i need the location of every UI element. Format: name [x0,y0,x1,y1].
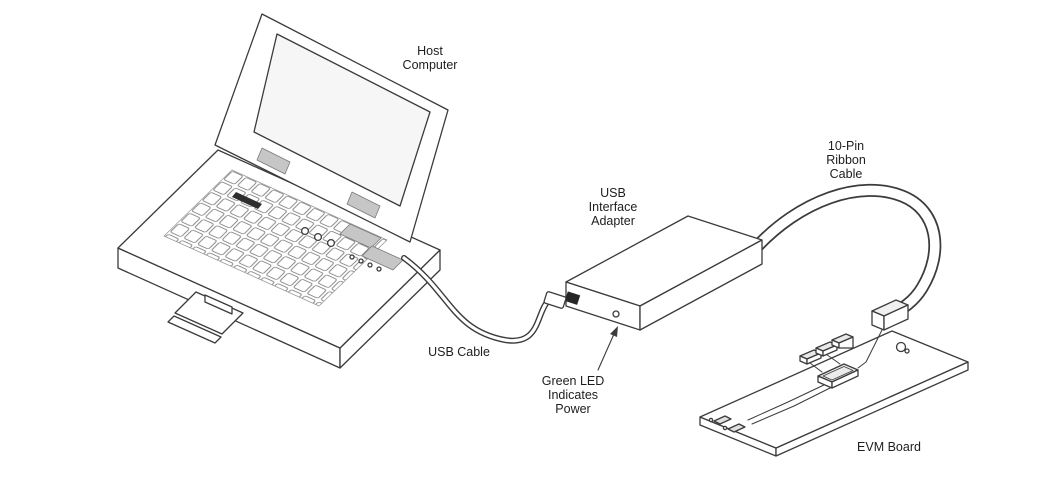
usb-port [564,291,581,305]
board-chip-pin [708,417,714,423]
label-line: 10-Pin [827,139,865,153]
board-trace [751,386,833,425]
label-line: Indicates [547,388,599,402]
host-computer-laptop [117,13,449,369]
ribbon-connector-front [883,304,909,331]
usb-cable-core [402,256,550,343]
laptop-front-latch [204,294,233,315]
laptop-indicator-led [326,238,336,248]
laptop-status-dot [349,254,355,260]
label-line: Adapter [591,214,635,228]
laptop-indicator-led [313,232,323,242]
adapter-front-right [639,239,763,331]
laptop-status-dot [358,258,364,264]
laptop-status-dot [367,262,373,268]
usb-plug [543,291,567,309]
led-pointer-arrow [597,326,618,371]
board-top [699,330,969,449]
ic-chip-inner [822,366,854,381]
laptop-bezel-patch-left [256,147,291,175]
label-line: USB Cable [428,345,490,359]
board-pad [895,341,907,353]
laptop-bezel-patch-right [346,191,381,219]
label-line: Host [417,44,443,58]
board-header-2-front [822,344,838,357]
label-line: EVM Board [857,440,921,454]
label-line: Power [555,402,591,416]
board-small-chip-2 [727,423,746,433]
label-host-computer: Host Computer [403,44,458,72]
board-chip-pin [722,425,728,431]
label-usb-cable: USB Cable [428,345,490,359]
board-trace [747,383,827,421]
label-line: Ribbon [826,153,866,167]
board-header-3-front [838,336,854,349]
evm-board [699,299,969,457]
laptop-trackpad-button [167,315,222,344]
usb-cable [401,255,551,344]
board-pad-small [904,348,910,354]
label-usb-interface-adapter: USB Interface Adapter [589,186,638,228]
laptop-speaker-patch-2 [361,245,404,271]
label-evm-board: EVM Board [857,440,921,454]
board-header-1-front [806,352,822,365]
laptop-screen [253,33,431,207]
ribbon-cable-band [747,185,940,319]
label-line: Interface [588,200,638,214]
laptop-status-dot [376,266,382,272]
board-trace [857,329,883,369]
label-line: Computer [402,58,458,72]
green-power-led [612,310,620,318]
arrow-head [610,326,618,337]
label-line: Green LED [541,374,605,388]
label-line: Cable [829,167,863,181]
ribbon-cable-outline [745,183,942,321]
laptop-brand-mark [232,192,262,209]
ribbon-cable [745,183,942,321]
arrow-line [597,333,615,371]
board-small-chip-1 [713,415,732,425]
label-ribbon-cable: 10-Pin Ribbon Cable [826,139,866,181]
laptop-indicator-led [300,226,310,236]
label-green-led: Green LED Indicates Power [542,374,605,416]
usb-interface-adapter [564,215,763,331]
ic-chip-front [831,369,859,389]
label-line: USB [600,186,626,200]
laptop-keyboard [163,169,388,307]
